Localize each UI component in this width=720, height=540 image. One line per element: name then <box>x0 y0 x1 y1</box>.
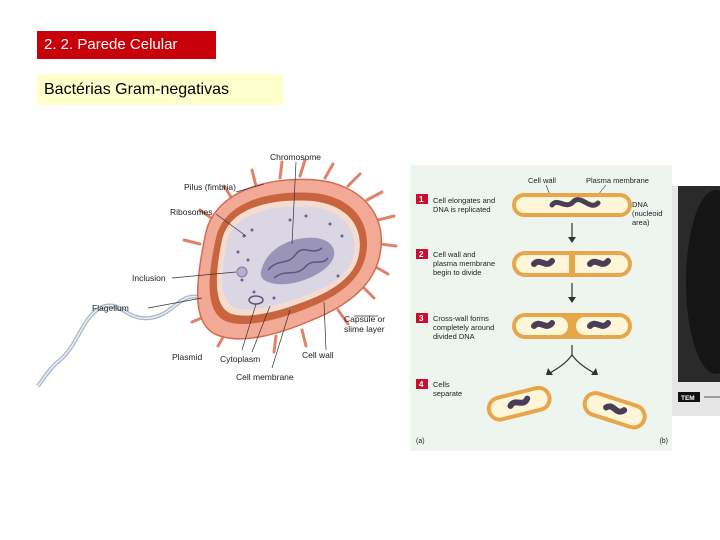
binary-fission-diagram: Cell wall Plasma membrane DNA (nucleoid … <box>410 165 672 451</box>
panel-b-label: (b) <box>659 438 668 445</box>
cytoplasm-label: Cytoplasm <box>220 354 260 364</box>
dna-label-1: DNA <box>632 200 648 209</box>
stage-3-dna-left <box>531 320 555 329</box>
step-4-badge <box>416 379 428 389</box>
step-3-line-3: divided DNA <box>433 332 475 341</box>
cell-wall-label: Cell wall <box>302 350 334 360</box>
step-2-line-1: Cell wall and <box>433 250 476 259</box>
tem-micrograph: TEM <box>672 186 720 416</box>
slide-subtitle: Bactérias Gram-negativas <box>37 74 283 105</box>
step-3-line-2: completely around <box>433 323 494 332</box>
stage-4-cell-left <box>486 385 552 422</box>
capsule-label-2: slime layer <box>344 324 385 334</box>
flagellum-core <box>37 295 203 387</box>
step-4-line-1: Cells <box>433 380 450 389</box>
arrow-1 <box>568 223 576 243</box>
stage-2-cell <box>512 251 632 277</box>
top-plasma-membrane-label: Plasma membrane <box>586 176 649 185</box>
nucleoid <box>260 237 335 285</box>
tem-label: TEM <box>681 395 695 402</box>
tem-cell <box>686 190 720 374</box>
stage-1-cell <box>512 193 632 217</box>
step-3-line-1: Cross-wall forms <box>433 314 489 323</box>
stage-2-dna-left <box>531 258 555 267</box>
tem-badge <box>678 392 700 402</box>
chromosome-strands <box>267 247 329 279</box>
stage-1-dna <box>549 197 601 208</box>
top-cell-wall-label: Cell wall <box>528 176 556 185</box>
stage-4-cell-right <box>582 391 647 430</box>
capsule-label: Capsule or <box>344 314 385 324</box>
step-4-number: 4 <box>419 380 424 389</box>
step-2-number: 2 <box>419 250 424 259</box>
inclusion-label: Inclusion <box>132 273 166 283</box>
step-3-badge <box>416 313 428 323</box>
chromosome-label: Chromosome <box>270 152 321 162</box>
dna-label-2: (nucleoid <box>632 209 662 218</box>
pili <box>182 158 398 354</box>
slide-title: 2. 2. Parede Celular <box>37 31 216 59</box>
step-1-line-1: Cell elongates and <box>433 196 495 205</box>
cell-membrane-label: Cell membrane <box>236 372 294 382</box>
step-2-badge <box>416 249 428 259</box>
stage-3-dna-right <box>587 320 611 329</box>
ribosomes-label: Ribosomes <box>170 207 213 217</box>
stage-2-dna-right <box>587 258 611 267</box>
panel-a-label: (a) <box>416 438 425 445</box>
split-arrow <box>549 345 595 374</box>
step-2-line-2: plasma membrane <box>433 259 495 268</box>
flagellum-label: Flagellum <box>92 303 129 313</box>
bacterial-cell-diagram: Chromosome Pilus (fimbria) Ribosomes Inc… <box>36 152 398 388</box>
step-2-line-3: begin to divide <box>433 268 481 277</box>
arrow-2 <box>568 283 576 303</box>
stage-3-cell <box>512 313 632 339</box>
step-3-number: 3 <box>419 314 424 323</box>
step-1-number: 1 <box>419 195 424 204</box>
pilus-label: Pilus (fimbria) <box>184 182 236 192</box>
dna-label-3: area) <box>632 218 650 227</box>
step-4-line-2: separate <box>433 389 462 398</box>
step-1-line-2: DNA is replicated <box>433 205 491 214</box>
ribosomes <box>236 214 344 300</box>
plasmid-label: Plasmid <box>172 352 203 362</box>
step-1-badge <box>416 194 428 204</box>
inclusion <box>236 266 248 278</box>
leader-lines <box>147 161 378 369</box>
